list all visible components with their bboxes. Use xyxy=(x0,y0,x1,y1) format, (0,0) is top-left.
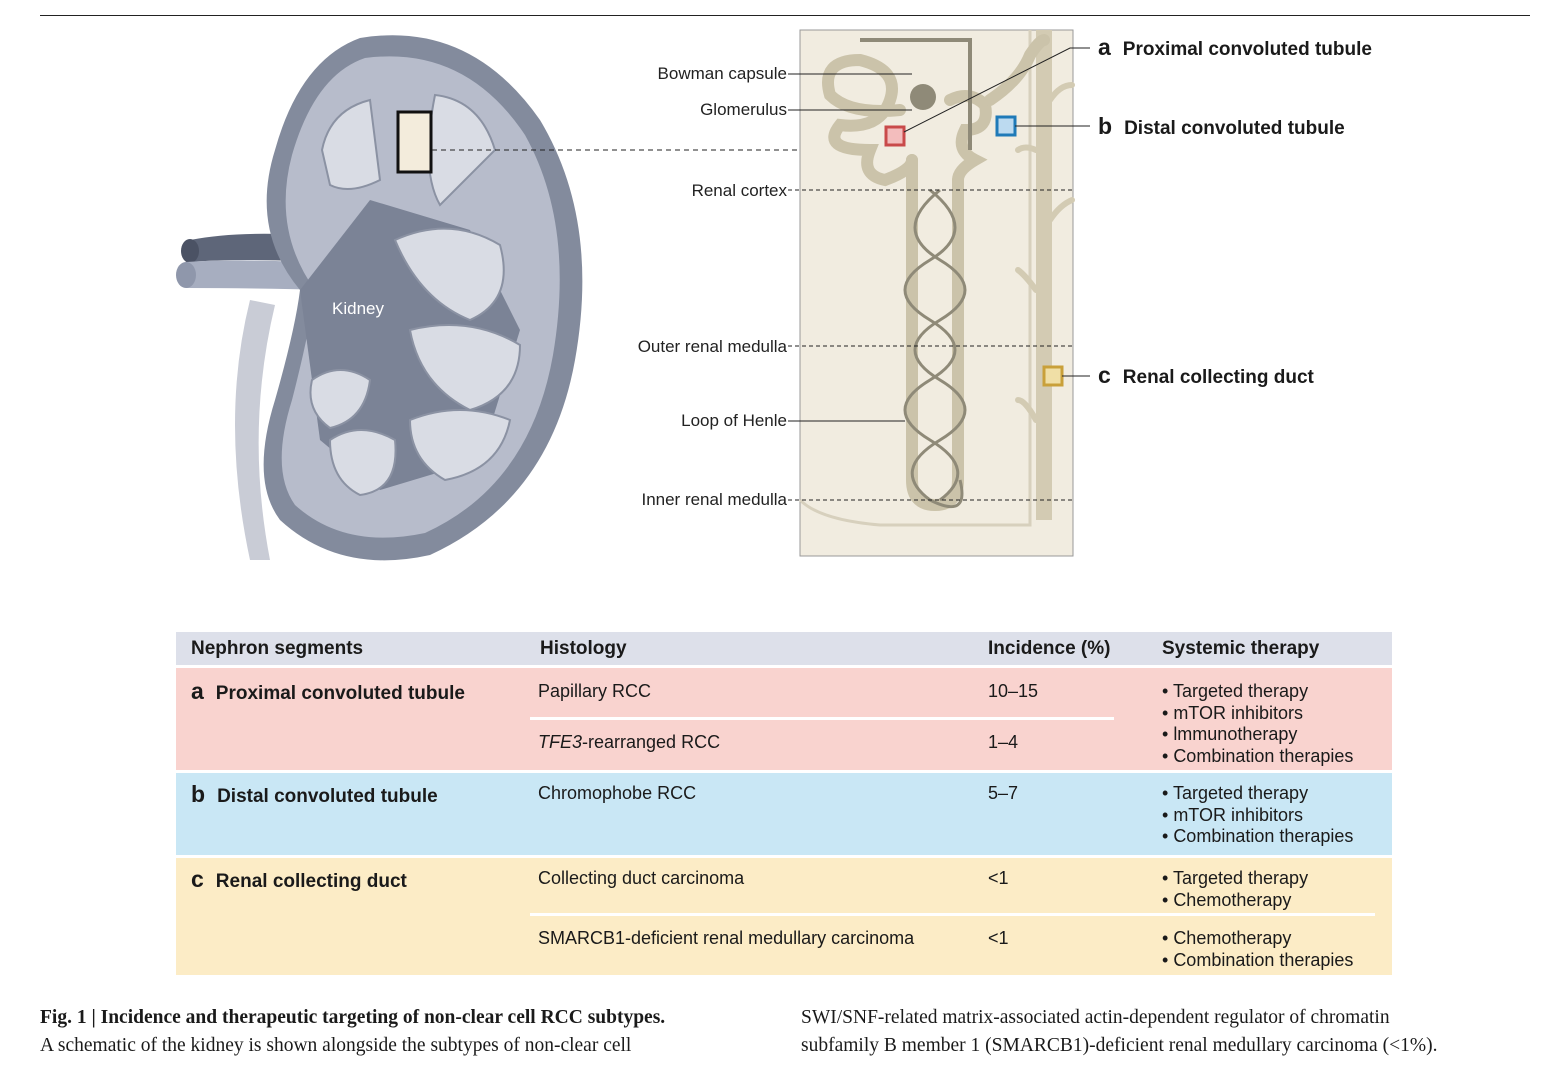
caption-right-line2: subfamily B member 1 (SMARCB1)-deficient… xyxy=(801,1035,1438,1056)
row-separator xyxy=(530,717,1114,720)
incidence-chromophobe: 5–7 xyxy=(988,783,1019,803)
caption-right: SWI/SNF-related matrix-associated actin-… xyxy=(801,1004,1437,1060)
caption-title: Fig. 1 | Incidence and therapeutic targe… xyxy=(40,1007,666,1028)
kidney-label: Kidney xyxy=(332,299,384,318)
therapy-list-c1: Targeted therapyChemotherapy xyxy=(1162,868,1308,911)
caption-right-line1: SWI/SNF-related matrix-associated actin-… xyxy=(801,1007,1390,1028)
histology-chromophobe: Chromophobe RCC xyxy=(538,783,697,803)
histology-smarcb1: SMARCB1-deficient renal medullary carcin… xyxy=(538,928,915,948)
label-loop-of-henle: Loop of Henle xyxy=(681,411,787,430)
zoom-box xyxy=(396,110,433,174)
header-histology: Histology xyxy=(540,638,627,659)
caption-left-line2: A schematic of the kidney is shown along… xyxy=(40,1035,632,1056)
header-nephron-segments: Nephron segments xyxy=(191,638,364,659)
label-outer-renal-medulla: Outer renal medulla xyxy=(637,337,787,356)
incidence-smarcb1: <1 xyxy=(988,928,1009,948)
label-renal-cortex: Renal cortex xyxy=(691,181,787,200)
leader-lines xyxy=(788,47,1090,501)
marker-c xyxy=(1042,365,1064,387)
label-glomerulus: Glomerulus xyxy=(700,100,787,119)
incidence-papillary: 10–15 xyxy=(988,681,1039,701)
label-bowman-capsule: Bowman capsule xyxy=(657,64,787,83)
header-incidence: Incidence (%) xyxy=(988,638,1111,659)
histology-collecting-duct: Collecting duct carcinoma xyxy=(538,868,745,888)
row-separator xyxy=(530,913,1375,916)
label-inner-renal-medulla: Inner renal medulla xyxy=(641,490,787,509)
histology-papillary: Papillary RCC xyxy=(538,681,652,701)
therapy-list-a: Targeted therapymTOR inhibitorslmmunothe… xyxy=(1162,681,1353,767)
nephron-panel xyxy=(798,29,1075,557)
renal-pyramids xyxy=(309,93,522,497)
header-systemic-therapy: Systemic therapy xyxy=(1162,638,1320,659)
table-header-row xyxy=(176,632,1392,665)
therapy-list-b: Targeted therapymTOR inhibitorsCombinati… xyxy=(1162,783,1353,848)
marker-a xyxy=(884,125,906,147)
therapy-list-c2: ChemotherapyCombination therapies xyxy=(1162,928,1353,971)
kidney-nephron-illustration: Kidney xyxy=(176,29,1090,561)
incidence-collecting-duct: <1 xyxy=(988,868,1009,888)
marker-b xyxy=(995,115,1017,137)
top-rule xyxy=(40,15,1530,16)
incidence-tfe3: 1–4 xyxy=(988,732,1019,752)
histology-tfe3: TFE3-rearranged RCC xyxy=(538,732,721,752)
caption-left: Fig. 1 | Incidence and therapeutic targe… xyxy=(40,1004,665,1060)
